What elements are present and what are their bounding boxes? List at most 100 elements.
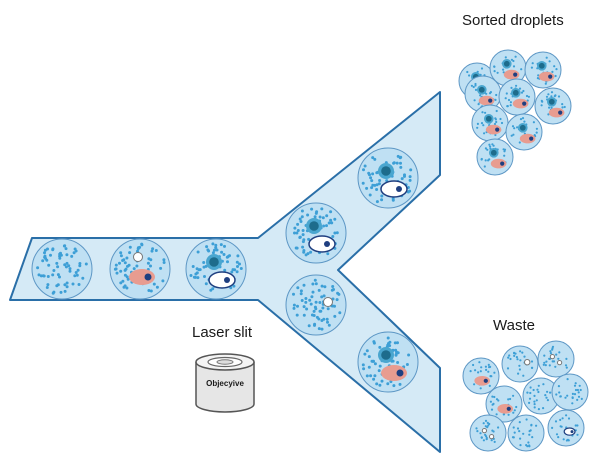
barcode-bead-core	[490, 149, 497, 156]
reagent-dot	[519, 350, 522, 353]
reagent-dot	[132, 267, 136, 271]
reagent-dot	[302, 313, 306, 317]
reagent-dot	[63, 283, 67, 287]
reagent-dot	[238, 262, 241, 266]
reagent-dot	[318, 301, 322, 304]
reagent-dot	[527, 95, 531, 98]
reagent-dot	[302, 305, 306, 309]
cell-nucleus	[495, 127, 500, 132]
reagent-dot	[475, 427, 478, 430]
reagent-dot	[513, 127, 516, 130]
reagent-dot	[119, 251, 123, 255]
reagent-dot	[407, 353, 411, 357]
waste-droplets-cluster	[462, 340, 589, 452]
reagent-dot	[548, 357, 551, 360]
reagent-dot	[159, 266, 163, 270]
reagent-dot	[564, 396, 567, 399]
droplet	[534, 87, 572, 125]
reagent-dot	[488, 422, 491, 426]
reagent-dot	[553, 65, 556, 68]
reagent-dot	[555, 68, 558, 71]
reagent-dot	[504, 97, 507, 100]
droplet	[507, 414, 545, 452]
reagent-dot	[531, 62, 534, 65]
reagent-dot	[43, 251, 46, 255]
reagent-dot	[520, 91, 524, 94]
reagent-dot	[545, 56, 548, 59]
reagent-dot	[473, 99, 476, 102]
reagent-dot	[562, 438, 565, 441]
cell-nucleus	[396, 369, 404, 377]
reagent-dot	[533, 406, 536, 409]
reagent-dot	[395, 161, 399, 165]
reagent-dot	[474, 84, 477, 87]
reagent-dot	[365, 186, 369, 190]
reagent-dot	[531, 436, 534, 439]
reagent-dot	[507, 413, 510, 416]
cell	[129, 269, 155, 285]
reagent-dot	[362, 168, 365, 172]
reagent-dot	[561, 106, 564, 109]
reagent-dot	[474, 88, 478, 91]
reagent-dot	[508, 354, 511, 357]
reagent-dot	[313, 323, 316, 327]
reagent-dot	[147, 257, 151, 261]
reagent-dot	[571, 392, 575, 395]
reagent-dot	[189, 274, 193, 277]
cell	[381, 365, 407, 381]
reagent-dot	[579, 388, 582, 392]
reagent-dot	[559, 395, 562, 398]
reagent-dot	[472, 363, 475, 367]
reagent-dot	[499, 117, 502, 121]
reagent-dot	[521, 117, 525, 120]
reagent-dot	[76, 268, 80, 272]
reagent-dot	[314, 282, 318, 286]
reagent-dot	[313, 278, 317, 282]
reagent-dot	[223, 268, 227, 272]
reagent-dot	[326, 252, 330, 256]
reagent-dot	[296, 304, 299, 308]
reagent-dot	[510, 134, 513, 137]
reagent-dot	[544, 394, 547, 397]
reagent-dot	[577, 391, 580, 394]
reagent-dot	[516, 358, 519, 361]
droplet	[522, 377, 560, 415]
reagent-dot	[205, 245, 209, 249]
reagent-dot	[472, 85, 475, 89]
reagent-dot	[191, 265, 195, 268]
droplet	[185, 238, 247, 300]
reagent-dot	[122, 285, 126, 289]
reagent-dot	[118, 261, 121, 265]
reagent-dot	[127, 263, 131, 267]
droplet-body	[469, 414, 507, 452]
reagent-dot	[554, 94, 557, 97]
reagent-dot	[63, 289, 67, 293]
reagent-dot	[214, 243, 218, 247]
cell	[503, 69, 520, 80]
reagent-dot	[231, 268, 235, 272]
reagent-dot	[368, 173, 371, 177]
cell	[490, 158, 507, 169]
reagent-dot	[535, 131, 538, 134]
reagent-dot	[292, 306, 296, 310]
reagent-dot	[489, 400, 492, 403]
reagent-dot	[503, 154, 506, 157]
reagent-dot	[559, 425, 562, 428]
reagent-dot	[546, 390, 549, 393]
reagent-dot	[301, 245, 305, 249]
reagent-dot	[302, 249, 306, 252]
reagent-dot	[195, 271, 199, 275]
reagent-dot	[65, 285, 69, 289]
droplet	[505, 113, 543, 151]
reagent-dot	[543, 361, 546, 364]
reagent-dot	[519, 118, 523, 121]
cell-nucleus	[522, 101, 527, 106]
reagent-dot	[550, 95, 553, 98]
reagent-dot	[574, 382, 577, 385]
reagent-dot	[531, 366, 534, 369]
cell	[519, 133, 536, 144]
reagent-dot	[204, 282, 208, 286]
reagent-dot	[119, 269, 123, 273]
reagent-dot	[368, 193, 372, 197]
reagent-dot	[488, 143, 491, 146]
